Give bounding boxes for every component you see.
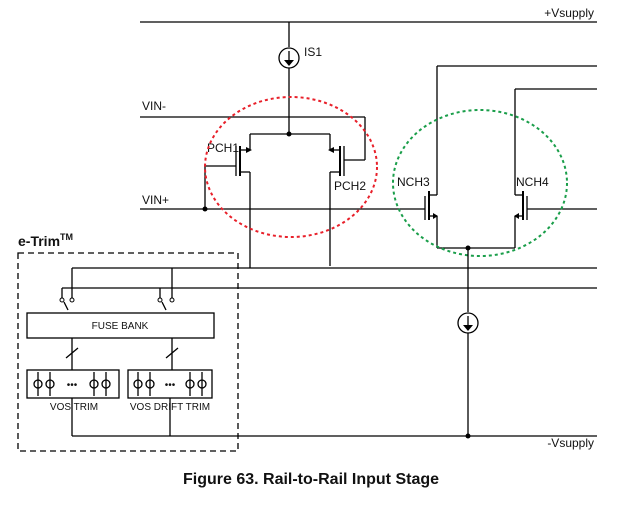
nch3-transistor [424,65,597,248]
pch2-transistor [328,134,365,266]
pch1-transistor [204,134,252,268]
pmos-source-node [286,131,292,137]
fuse-bus-lines [65,338,179,370]
nch3-label: NCH3 [397,175,430,189]
pmos-pair-outline [204,96,378,238]
fuse-bank-label: FUSE BANK [92,321,149,332]
fuse-bank-box [26,312,215,339]
current-source-is1 [278,22,300,134]
vsupply-pos-label: +Vsupply [544,6,594,20]
vin-plus-node [202,206,208,212]
trim-switches [59,297,175,311]
vin-plus-label: VIN+ [142,193,169,207]
vsupply-neg-label: -Vsupply [547,436,594,450]
vin-minus-label: VIN- [142,99,166,113]
nch4-label: NCH4 [516,175,549,189]
current-source-lower [457,248,479,436]
pch2-label: PCH2 [334,179,366,193]
pch1-label: PCH1 [207,141,239,155]
etrim-title: e-TrimTM [18,232,73,249]
vos-drift-trim-dots: ••• [165,380,176,391]
vos-trim-dots: ••• [67,380,78,391]
vos-trim-label: VOS TRIM [50,402,98,413]
nmos-pair-outline [392,109,568,257]
nch4-transistor [514,88,597,248]
is1-label: IS1 [304,45,322,59]
etrim-tm: TM [60,232,73,242]
vos-trim-block [26,369,120,399]
vos-drift-trim-block [127,369,213,399]
figure-caption: Figure 63. Rail-to-Rail Input Stage [183,471,439,488]
etrim-box [17,252,239,452]
etrim-label: e-Trim [18,233,60,249]
vsupply-neg-node [465,433,471,439]
